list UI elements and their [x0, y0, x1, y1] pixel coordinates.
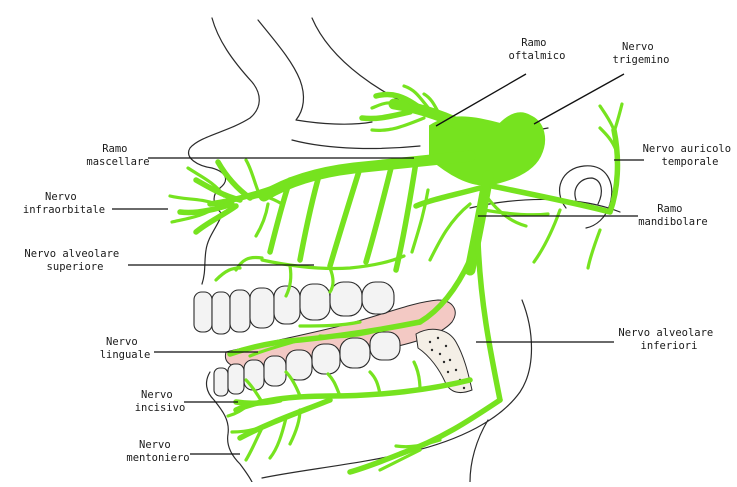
- mandibular-twig-3: [484, 210, 548, 215]
- mandibular-twig-1: [430, 204, 470, 260]
- label-nervo-incisivo: Nervo incisivo: [135, 389, 186, 414]
- label-ramo-mascellare-line-2: mascellare: [86, 156, 149, 168]
- infraorbital-fan-7: [170, 196, 216, 204]
- label-nervo-alveolare-superiore-line-1: Nervo alveolare: [24, 248, 119, 260]
- inferior-alveolar-nerve: [478, 240, 500, 400]
- upper-tooth: [250, 288, 274, 328]
- auriculotemporal-twig-2: [614, 104, 622, 132]
- label-ramo-mandibolare-line-1: Ramo: [657, 203, 682, 215]
- label-nervo-alveolare-superiore-line-2: superiore: [47, 261, 104, 273]
- label-nervo-linguale: Nervo linguale: [100, 336, 151, 361]
- label-nervo-alveolare-superiore: Nervo alveolare superiore: [24, 248, 125, 273]
- label-nervo-trigemino: Nervo trigemino: [613, 41, 670, 66]
- label-ramo-mandibolare-line-2: mandibolare: [638, 216, 708, 228]
- incisive-nerve: [236, 400, 280, 403]
- upper-tooth: [300, 284, 330, 320]
- lower-tooth: [264, 356, 286, 386]
- forehead-nose-profile: [189, 18, 260, 284]
- label-ramo-oftalmico: Ramo oftalmico: [509, 37, 566, 62]
- label-nervo-alveolare-inferiori-line-2: inferiori: [641, 340, 698, 352]
- superior-alveolar-2: [330, 168, 360, 266]
- label-nervo-mentoniero-line-2: mentoniero: [126, 452, 189, 464]
- neck-line: [470, 420, 488, 482]
- superior-alveolar-1: [300, 172, 320, 260]
- cheek-contour: [258, 20, 372, 124]
- lower-tooth: [340, 338, 370, 368]
- infraorbital-fan-5: [246, 160, 260, 196]
- mid-face-line: [292, 140, 420, 148]
- label-nervo-infraorbitale-line-2: infraorbitale: [23, 204, 105, 216]
- lower-tooth: [228, 364, 244, 394]
- label-nervo-mentoniero-line-1: Nervo: [139, 439, 171, 451]
- labels: Ramo oftalmico Nervo trigemino Ramo masc…: [23, 37, 737, 464]
- lower-dental-twig-2: [328, 374, 340, 396]
- lower-tooth: [312, 344, 340, 374]
- auriculotemporal-twig-1: [600, 106, 614, 130]
- upper-tooth: [330, 282, 362, 316]
- lower-dental-twig-3: [370, 372, 380, 394]
- label-nervo-linguale-line-1: Nervo: [106, 336, 138, 348]
- label-nervo-incisivo-line-2: incisivo: [135, 402, 186, 414]
- superior-alveolar-twig-2: [216, 268, 240, 280]
- label-nervo-infraorbitale-line-1: Nervo: [45, 191, 77, 203]
- incisive-twig: [228, 404, 250, 416]
- superior-alveolar-4: [396, 162, 416, 270]
- label-nervo-linguale-line-2: linguale: [100, 349, 151, 361]
- label-nervo-auricolo-temporale-line-2: temporale: [662, 156, 719, 168]
- label-ramo-oftalmico-line-1: Ramo: [521, 37, 546, 49]
- superior-alveolar-twig-3: [330, 268, 333, 292]
- superior-alveolar-3: [366, 164, 392, 262]
- label-ramo-mascellare-line-1: Ramo: [102, 143, 127, 155]
- label-nervo-trigemino-line-1: Nervo: [622, 41, 654, 53]
- label-nervo-incisivo-line-1: Nervo: [141, 389, 173, 401]
- auriculotemporal-twig-4: [588, 230, 600, 268]
- upper-tooth: [230, 290, 250, 332]
- maxillary-branch: [264, 156, 470, 196]
- ear: [560, 166, 612, 228]
- label-ramo-mascellare: Ramo mascellare: [86, 143, 149, 168]
- auriculotemporal-twig-5: [534, 210, 560, 262]
- label-nervo-alveolare-inferiori: Nervo alveolare inferiori: [618, 327, 719, 352]
- label-nervo-mentoniero: Nervo mentoniero: [126, 439, 189, 464]
- leader-nervo-trigemino: [534, 74, 624, 124]
- infraorbital-fan-9: [188, 168, 224, 196]
- upper-tooth: [212, 292, 230, 334]
- label-nervo-infraorbitale: Nervo infraorbitale: [23, 191, 105, 216]
- label-ramo-oftalmico-line-2: oftalmico: [509, 50, 566, 62]
- lower-tooth: [370, 332, 400, 360]
- upper-tooth: [362, 282, 394, 314]
- label-nervo-trigemino-line-2: trigemino: [613, 54, 670, 66]
- lower-dental-twig-4: [414, 362, 420, 390]
- lower-chin-branch: [350, 400, 500, 472]
- nerve-network: [170, 86, 622, 472]
- infraorbital-fan-6: [256, 204, 268, 236]
- mandibular-twig-4: [412, 190, 428, 252]
- label-nervo-auricolo-temporale-line-1: Nervo auricolo: [643, 143, 732, 155]
- label-ramo-mandibolare: Ramo mandibolare: [638, 203, 708, 228]
- upper-tooth: [194, 292, 212, 332]
- lower-tooth: [214, 368, 228, 396]
- label-nervo-alveolare-inferiori-line-1: Nervo alveolare: [618, 327, 713, 339]
- ophthalmic-twig-2: [362, 112, 410, 119]
- ear-outer: [560, 166, 612, 228]
- ear-inner: [575, 178, 601, 204]
- label-nervo-auricolo-temporale: Nervo auricolo temporale: [643, 143, 737, 168]
- lower-tooth: [244, 360, 264, 390]
